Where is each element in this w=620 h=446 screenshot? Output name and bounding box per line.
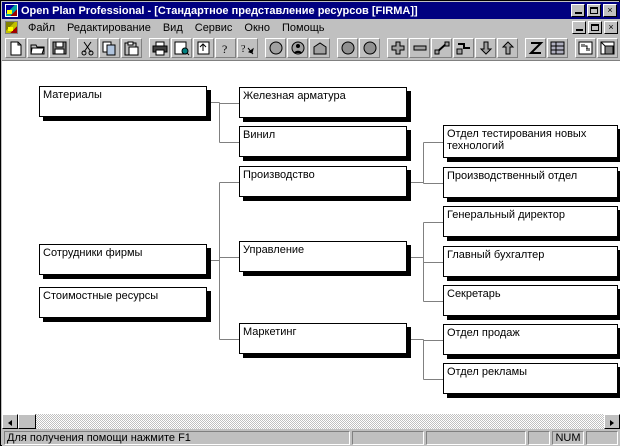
status-panel-a	[352, 430, 424, 445]
tree-node-label: Главный бухгалтер	[447, 249, 545, 261]
tree-node-label: Отдел продаж	[447, 327, 520, 339]
tree-node[interactable]: Материалы	[39, 86, 207, 117]
status-panel-e	[586, 430, 618, 445]
close-button[interactable]: ×	[603, 4, 617, 17]
add-plus-icon[interactable]	[387, 38, 408, 58]
resource-person-icon[interactable]	[287, 38, 308, 58]
help-question-icon[interactable]: ?	[215, 38, 236, 58]
tree-node[interactable]: Управление	[239, 241, 407, 272]
print-icon[interactable]	[149, 38, 170, 58]
svg-text:?: ?	[222, 42, 227, 56]
window-buttons: ×	[571, 4, 619, 17]
mdi-close-icon: ×	[608, 22, 614, 32]
filled-circle2-icon[interactable]	[359, 38, 380, 58]
tree-node[interactable]: Отдел рекламы	[443, 363, 618, 394]
save-disk-icon[interactable]	[49, 38, 70, 58]
tree-node-label: Отдел рекламы	[447, 366, 528, 378]
print-preview-icon[interactable]	[171, 38, 192, 58]
tree-node-label: Производство	[243, 169, 315, 181]
open-plan-icon	[5, 4, 18, 17]
menu-item-service[interactable]: Сервис	[194, 21, 233, 34]
mdi-restore-button[interactable]	[588, 21, 602, 34]
new-document-icon[interactable]	[5, 38, 26, 58]
tree-node[interactable]: Главный бухгалтер	[443, 246, 618, 277]
tree-node[interactable]: Маркетинг	[239, 323, 407, 354]
context-help-icon[interactable]: ?	[237, 38, 258, 58]
properties-icon[interactable]	[193, 38, 214, 58]
status-panel-c	[528, 430, 550, 445]
tree-node[interactable]: Железная арматура	[239, 87, 407, 118]
menu-item-file[interactable]: Файл	[28, 21, 56, 34]
tree-node[interactable]: Стоимостные ресурсы	[39, 287, 207, 318]
window-title: Open Plan Professional - [Стандартное пр…	[21, 4, 418, 17]
status-panel-b	[426, 430, 526, 445]
tree-node-label: технологий	[447, 140, 505, 152]
menu-item-view[interactable]: Вид	[162, 21, 183, 34]
remove-minus-icon[interactable]	[409, 38, 430, 58]
move-up-icon[interactable]	[497, 38, 518, 58]
tree-node-label: Железная арматура	[243, 90, 346, 102]
tree-node-label: Сотрудники фирмы	[43, 247, 143, 259]
tree-node-label: Винил	[243, 129, 276, 141]
filled-circle-icon[interactable]	[337, 38, 358, 58]
menu-item-help[interactable]: Помощь	[281, 21, 325, 34]
tree-node[interactable]: Производственный отдел	[443, 167, 618, 198]
scroll-left-arrow-icon[interactable]	[2, 414, 18, 429]
svg-text:?: ?	[241, 44, 246, 55]
restore-button[interactable]	[587, 4, 601, 17]
mdi-close-button[interactable]: ×	[604, 21, 618, 34]
open-folder-icon[interactable]	[27, 38, 48, 58]
status-badge-num: NUM	[552, 430, 584, 445]
tree-node-label: Материалы	[43, 89, 102, 101]
scroll-thumb[interactable]	[18, 414, 36, 429]
tree-node[interactable]: Винил	[239, 126, 407, 157]
tree-node-label: Управление	[243, 244, 305, 256]
tree-node-label: Маркетинг	[243, 326, 297, 338]
link-icon[interactable]	[431, 38, 452, 58]
tree-node-label: Секретарь	[447, 288, 501, 300]
tree-node[interactable]: Секретарь	[443, 285, 618, 316]
paste-clipboard-icon[interactable]	[121, 38, 142, 58]
unlink-icon[interactable]	[453, 38, 474, 58]
tree-node-label: Отдел тестирования новых	[447, 128, 587, 140]
table-icon[interactable]	[547, 38, 568, 58]
scroll-track[interactable]	[18, 414, 604, 429]
close-icon: ×	[607, 5, 613, 15]
resource-shape-icon[interactable]	[309, 38, 330, 58]
network-view-icon[interactable]	[575, 38, 596, 58]
tree-node-label: Стоимостные ресурсы	[43, 290, 159, 302]
move-down-icon[interactable]	[475, 38, 496, 58]
resource-circle-icon[interactable]	[265, 38, 286, 58]
copy-icon[interactable]	[99, 38, 120, 58]
restore-layout-icon[interactable]	[597, 38, 618, 58]
tree-node-label: Генеральный директор	[447, 209, 565, 221]
tree-node[interactable]: Сотрудники фирмы	[39, 244, 207, 275]
tree-node[interactable]: Генеральный директор	[443, 206, 618, 237]
mdi-minimize-button[interactable]	[572, 21, 586, 34]
tree-node[interactable]: Производство	[239, 166, 407, 197]
title-bar: Open Plan Professional - [Стандартное пр…	[2, 2, 620, 19]
status-bar: Для получения помощи нажмите F1 NUM	[2, 429, 620, 446]
tree-node-label: Производственный отдел	[447, 170, 578, 182]
horizontal-scrollbar[interactable]	[2, 413, 620, 429]
menu-item-edit[interactable]: Редактирование	[67, 21, 151, 34]
status-message: Для получения помощи нажмите F1	[4, 430, 350, 445]
document-icon[interactable]	[5, 21, 18, 34]
connector-lines	[207, 102, 620, 380]
toolbar: ? ?	[2, 36, 620, 61]
cut-scissors-icon[interactable]	[77, 38, 98, 58]
minimize-button[interactable]	[571, 4, 585, 17]
menu-item-window[interactable]: Окно	[244, 21, 270, 34]
zigzag-icon[interactable]	[525, 38, 546, 58]
mdi-child-buttons: ×	[572, 21, 620, 34]
menu-bar: Файл Редактирование Вид Сервис Окно Помо…	[2, 19, 620, 36]
tree-node[interactable]: Отдел продаж	[443, 324, 618, 355]
scroll-right-arrow-icon[interactable]	[604, 414, 620, 429]
